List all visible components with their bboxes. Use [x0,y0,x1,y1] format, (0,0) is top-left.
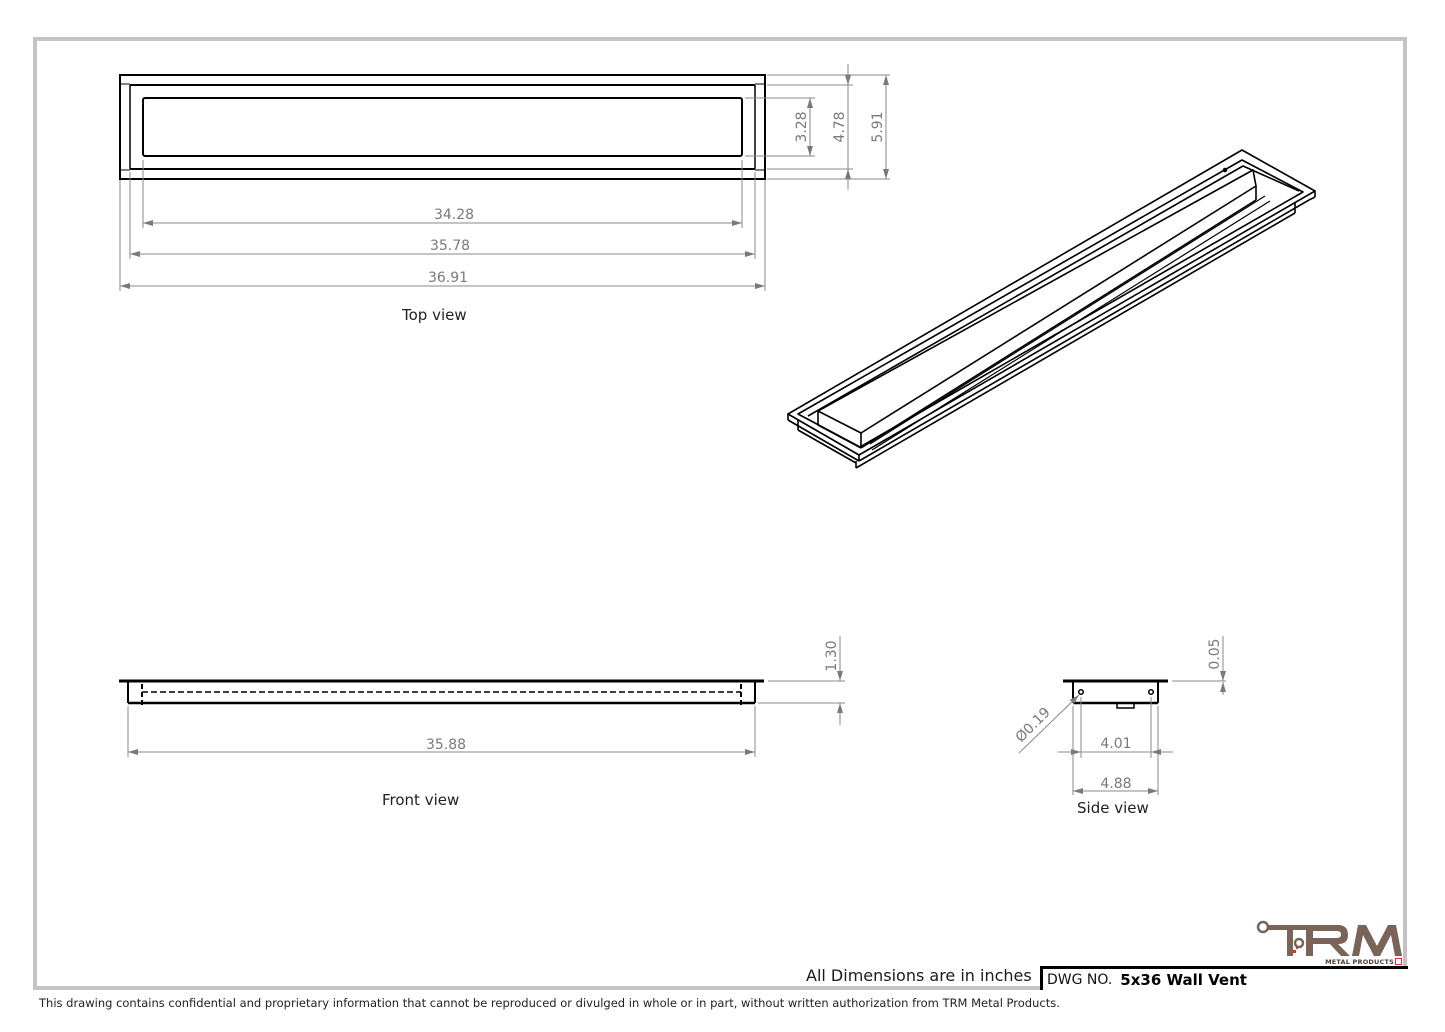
dim-flange-inner-width: 35.78 [430,238,470,254]
dim-inner-opening-height: 3.28 [794,111,810,142]
dim-depth: 1.30 [824,640,840,671]
logo-subtitle: METAL PRODUCTS [1325,958,1402,966]
top-view-geometry [119,74,766,180]
side-view-geometry [1063,679,1168,709]
company-logo: METAL PRODUCTS [1252,914,1410,966]
side-view-dimensions [1018,636,1226,795]
side-view-label: Side view [1077,799,1149,817]
dim-overall-width: 36.91 [428,270,468,286]
dim-body-width: 4.88 [1100,776,1131,792]
confidentiality-disclaimer: This drawing contains confidential and p… [39,996,1060,1010]
dim-flange-thickness: 0.05 [1207,638,1223,669]
front-view-dimensions [127,636,845,757]
dim-inner-opening-width: 34.28 [434,207,474,223]
top-view-label: Top view [402,306,467,324]
units-note: All Dimensions are in inches [806,966,1032,985]
sheet-border [33,37,1407,990]
isometric-view-geometry [787,149,1316,469]
top-view-dimensions [119,64,890,291]
dim-flange-inner-height: 4.78 [832,111,848,142]
front-view-label: Front view [382,791,460,809]
dim-body-length: 35.88 [426,737,466,753]
front-view-geometry [119,679,764,708]
dim-overall-height: 5.91 [870,111,886,142]
dwg-number-label: DWG NO. [1047,971,1113,988]
dwg-number-value: 5x36 Wall Vent [1120,970,1247,989]
logo-accent-icon [1395,958,1402,965]
trm-logo-icon [1256,920,1402,956]
dim-hole-spacing: 4.01 [1100,736,1131,752]
title-block: DWG NO. 5x36 Wall Vent [1040,966,1408,990]
